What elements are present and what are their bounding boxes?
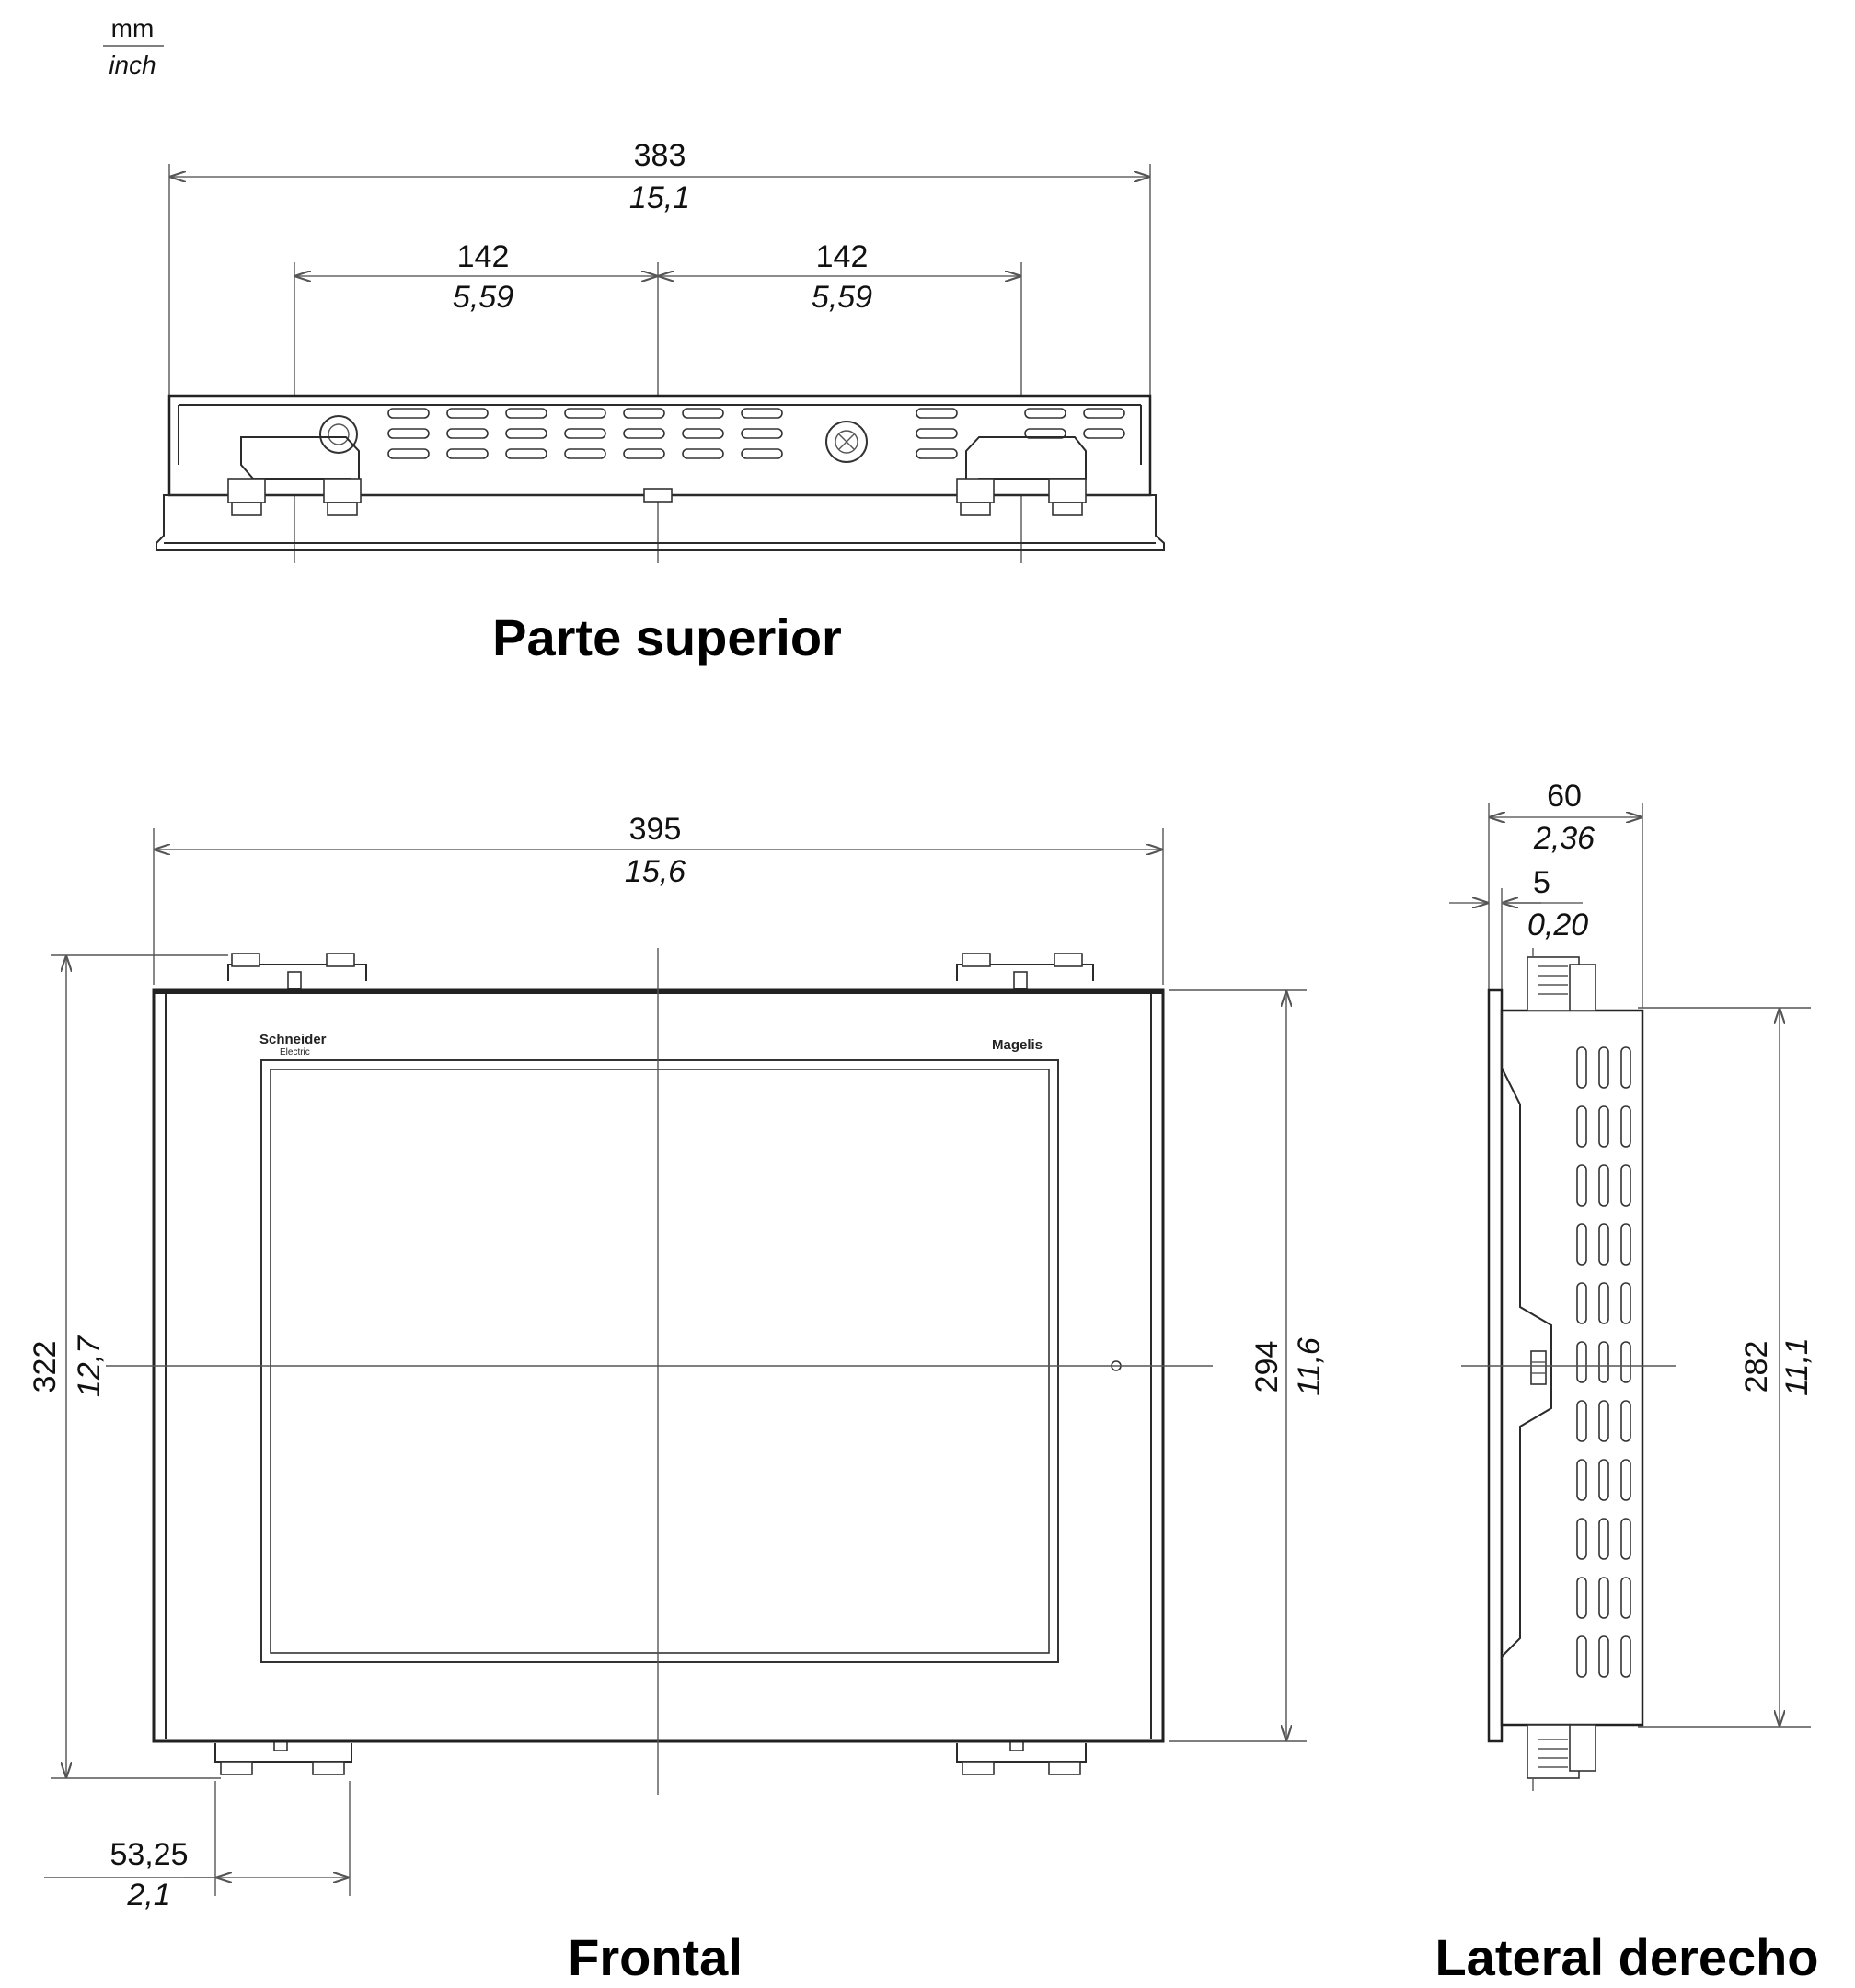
front-mounting-clip-bottom-left bbox=[214, 1737, 352, 1775]
front-body-height-mm: 294 bbox=[1250, 1341, 1285, 1393]
front-clip-offset-mm: 53,25 bbox=[109, 1837, 188, 1872]
front-mounting-clip-bottom-right bbox=[956, 1737, 1087, 1775]
top-right-half-inch: 5,59 bbox=[812, 280, 872, 315]
product-logo: Magelis bbox=[992, 1037, 1043, 1053]
top-overall-width-mm: 383 bbox=[634, 138, 686, 173]
front-clip-offset-inch: 2,1 bbox=[126, 1878, 170, 1913]
side-bezel-inch: 0,20 bbox=[1527, 907, 1588, 942]
top-view-mounting-clip-right bbox=[956, 436, 1087, 516]
top-right-half-mm: 142 bbox=[816, 239, 869, 274]
top-overall-width-inch: 15,1 bbox=[629, 180, 690, 215]
schneider-logo: Schneider Electric bbox=[259, 1032, 327, 1058]
brand-name: Schneider bbox=[259, 1032, 327, 1047]
side-height-inch: 11,1 bbox=[1780, 1337, 1815, 1396]
side-height-mm: 282 bbox=[1739, 1341, 1774, 1393]
side-bottom-connector bbox=[1527, 1724, 1596, 1791]
front-body-height-inch: 11,6 bbox=[1292, 1337, 1327, 1396]
brand-sub: Electric bbox=[280, 1047, 310, 1058]
front-display-screen bbox=[270, 1069, 1050, 1654]
top-view: 383 15,1 142 5,59 142 5,59 bbox=[156, 138, 1165, 666]
unit-legend: mm inch bbox=[103, 14, 164, 79]
side-switch-icon bbox=[1530, 1350, 1547, 1385]
front-view-title: Frontal bbox=[568, 1928, 743, 1986]
front-overall-height-mm: 322 bbox=[28, 1341, 63, 1393]
front-overall-height-inch: 12,7 bbox=[72, 1335, 107, 1397]
front-mounting-clip-top-left bbox=[227, 953, 367, 989]
side-view-title: Lateral derecho bbox=[1434, 1928, 1818, 1986]
screw-icon bbox=[319, 415, 358, 454]
front-overall-width-mm: 395 bbox=[629, 812, 682, 847]
top-left-half-mm: 142 bbox=[457, 239, 510, 274]
top-view-title: Parte superior bbox=[492, 608, 842, 666]
side-vent-slots bbox=[1576, 1046, 1631, 1678]
screw-icon bbox=[825, 421, 868, 463]
top-view-bezel bbox=[156, 494, 1165, 551]
front-overall-width-inch: 15,6 bbox=[625, 854, 686, 889]
unit-inch-label: inch bbox=[109, 51, 156, 79]
unit-mm-label: mm bbox=[111, 14, 155, 42]
front-view: 395 15,6 322 12,7 294 11,6 53,25 2,1 bbox=[28, 812, 1327, 1986]
top-left-half-inch: 5,59 bbox=[453, 280, 513, 315]
side-bezel-mm: 5 bbox=[1533, 865, 1550, 900]
side-depth-inch: 2,36 bbox=[1533, 821, 1595, 856]
top-view-vent-slots bbox=[387, 408, 1125, 459]
front-mounting-clip-top-right bbox=[956, 953, 1094, 989]
side-depth-mm: 60 bbox=[1547, 779, 1582, 814]
side-view: 60 2,36 5 0,20 282 11,1 bbox=[1434, 779, 1818, 1986]
top-view-mounting-clip-left bbox=[227, 436, 362, 516]
side-top-connector bbox=[1527, 948, 1596, 1011]
